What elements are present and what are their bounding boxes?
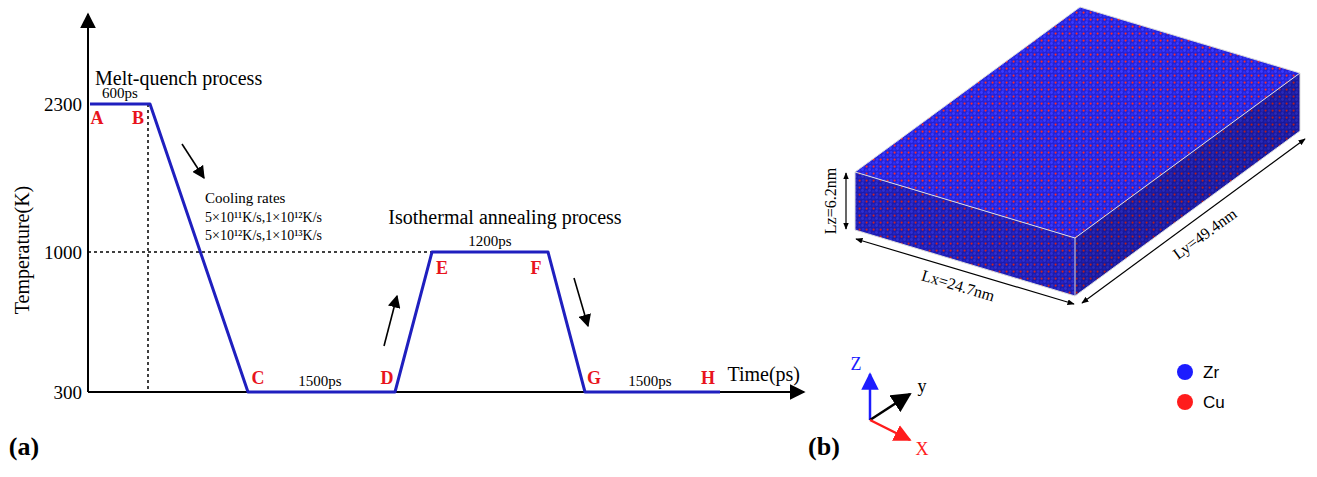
duration-label: 600ps [102,86,138,101]
point-letter: D [381,369,394,387]
guide-lines [88,104,432,392]
legend-text: Zr [1203,364,1219,381]
axis-title: Time(ps) [727,364,800,384]
point-letter: G [587,369,601,387]
duration-label: 1200ps [468,234,511,249]
dimension-label: Lz=6.2nm [823,168,839,234]
panel-label: (b) [808,434,840,460]
axis-letter: y [918,377,927,395]
legend-swatch [1177,394,1193,410]
tick-label: 1000 [44,243,82,262]
legend-text: Cu [1203,394,1225,411]
temperature-profile [90,104,720,392]
process-title: Isothermal annealing process [388,207,621,227]
tick-label: 2300 [44,95,82,114]
point-letter: F [531,259,542,277]
axis-letter: X [916,440,929,458]
annotation: 5×10¹¹K/s,1×10¹²K/s [205,211,322,225]
point-letter: B [132,109,144,127]
dimension-lines [846,139,1305,304]
direction-arrows [182,144,588,346]
duration-label: 1500ps [298,374,341,389]
point-letter: E [436,259,448,277]
coordinate-axes [870,374,910,440]
point-letter: A [91,109,104,127]
annotation: 5×10¹²K/s,1×10¹³K/s [205,229,322,243]
annotation: Cooling rates [205,191,285,206]
panel-label: (a) [9,434,39,460]
tick-label: 300 [54,383,83,402]
axis-title: Temperature(K) [12,186,32,315]
axis-letter: Z [851,355,862,373]
duration-label: 1500ps [628,374,671,389]
chart-axes [88,14,804,392]
point-letter: C [252,369,265,387]
point-letter: H [701,369,715,387]
legend-swatch [1177,364,1193,380]
simulation-box [855,7,1300,296]
dimension-label: Lx=24.7nm [920,268,997,305]
